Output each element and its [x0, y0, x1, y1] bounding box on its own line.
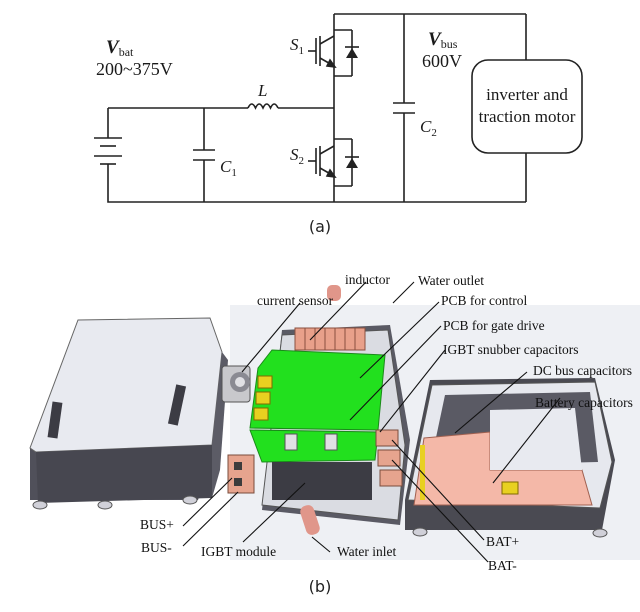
label-igbt-module: IGBT module: [201, 544, 276, 559]
panel-b-caption: (b): [309, 577, 332, 596]
igbt-s2-icon: [308, 138, 359, 187]
circuit-wires: [107, 13, 527, 203]
vbus-value: 600V: [422, 51, 462, 71]
capacitor-c2-icon: [393, 102, 415, 114]
leader-lines: [182, 281, 561, 563]
s2-label: S2: [290, 145, 304, 167]
panel-a-schematic: C1 L S1: [94, 13, 583, 236]
load-box-line2: traction motor: [479, 107, 576, 126]
panel-a-caption: (a): [309, 217, 331, 236]
label-bus-plus: BUS+: [140, 517, 174, 532]
inductor-label: L: [257, 81, 267, 100]
label-bat-minus: BAT-: [488, 558, 517, 573]
c1-label: C1: [220, 157, 237, 179]
vbus-label: Vbus: [428, 29, 458, 51]
label-water-outlet: Water outlet: [418, 273, 484, 288]
load-box-line1: inverter and: [486, 85, 568, 104]
label-pcb-gate-drive: PCB for gate drive: [443, 318, 545, 333]
load-box: [471, 59, 583, 154]
housing-lid: [29, 317, 228, 510]
label-battery-capacitors: Battery capacitors: [535, 395, 633, 410]
label-pcb-control: PCB for control: [441, 293, 527, 308]
vbat-value: 200~375V: [96, 59, 173, 79]
water-inlet-pipe: [300, 505, 320, 535]
housing-main: [249, 325, 410, 525]
label-inductor: inductor: [345, 272, 390, 287]
water-outlet-pipe: [327, 285, 341, 301]
label-igbt-snubber: IGBT snubber capacitors: [443, 342, 578, 357]
label-water-inlet: Water inlet: [337, 544, 397, 559]
battery-icon: [94, 137, 122, 170]
label-current-sensor: current sensor: [257, 293, 334, 308]
current-sensor: [221, 365, 251, 403]
capacitor-c1-icon: [193, 149, 215, 161]
label-bat-plus: BAT+: [486, 534, 519, 549]
inductor-icon: [247, 103, 279, 110]
s1-label: S1: [290, 35, 304, 57]
label-dc-bus-capacitors: DC bus capacitors: [533, 363, 632, 378]
c2-label: C2: [420, 117, 437, 139]
panel-b-assembly: inductor Water outlet current sensor PCB…: [29, 272, 640, 596]
bus-terminals: [227, 454, 255, 494]
label-bus-minus: BUS-: [141, 540, 172, 555]
vbat-label: Vbat: [106, 37, 134, 59]
igbt-s1-icon: [308, 29, 359, 77]
